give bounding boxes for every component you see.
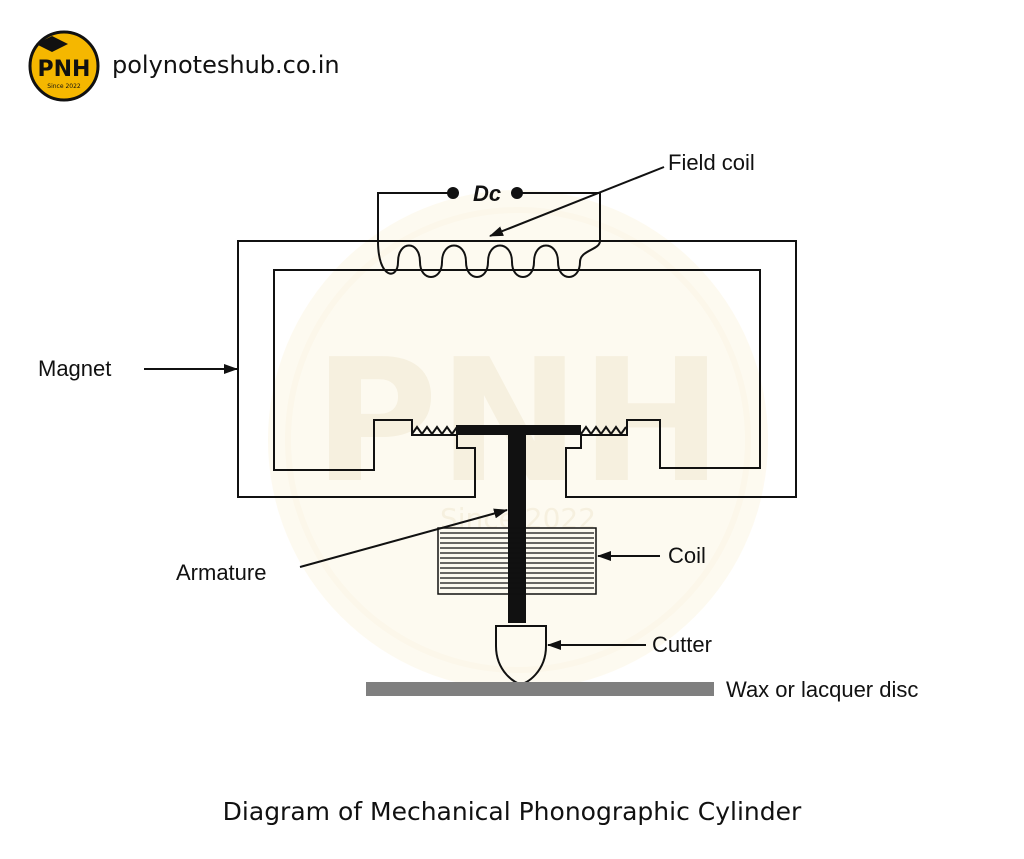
- field-coil: [377, 240, 601, 278]
- cutter-label: Cutter: [652, 632, 712, 657]
- armature-arrow: [299, 508, 508, 568]
- field-coil-label: Field coil: [668, 150, 755, 175]
- field-coil-arrow: [489, 166, 665, 237]
- armature-stem: [508, 435, 526, 623]
- disc-label: Wax or lacquer disc: [726, 677, 918, 702]
- magnet-outer: [237, 240, 797, 498]
- coil-winding: [437, 527, 597, 595]
- brand-logo[interactable]: PNH Since 2022: [28, 30, 100, 102]
- logo-subtext: Since 2022: [47, 83, 81, 90]
- magnet-label: Magnet: [38, 356, 111, 381]
- diagram-caption: Diagram of Mechanical Phonographic Cylin…: [223, 797, 802, 826]
- graduation-cap-icon: [36, 36, 68, 52]
- armature-label: Armature: [176, 560, 266, 585]
- right-spring: [580, 425, 627, 436]
- coil-label: Coil: [668, 543, 706, 568]
- dc-label: Dc: [473, 181, 501, 206]
- dc-terminal-right: [511, 187, 523, 199]
- armature-plate: [456, 425, 581, 435]
- logo-text: PNH: [38, 57, 91, 82]
- dc-terminal-left: [447, 187, 459, 199]
- left-spring: [411, 425, 458, 436]
- wax-disc: [366, 682, 714, 696]
- site-link[interactable]: polynoteshub.co.in: [112, 51, 340, 79]
